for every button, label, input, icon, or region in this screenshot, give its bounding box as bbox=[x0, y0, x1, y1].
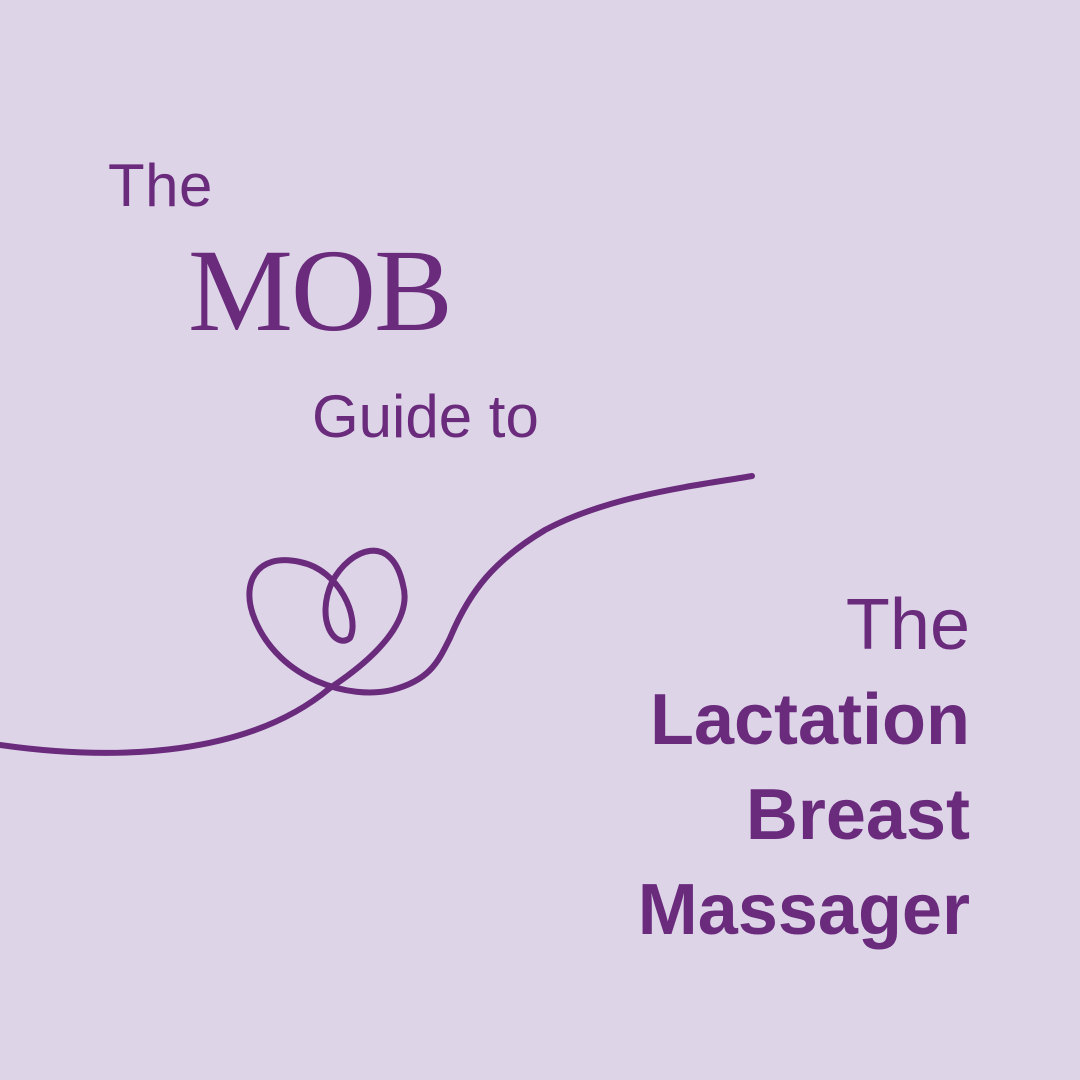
heading-guide-to: Guide to bbox=[312, 383, 539, 450]
product-title: The Lactation Breast Massager bbox=[638, 578, 970, 958]
heading-the-top: The bbox=[108, 152, 213, 219]
mob-logo: MOB bbox=[188, 230, 453, 356]
title-lactation: Lactation bbox=[649, 680, 970, 760]
title-massager: Massager bbox=[637, 870, 970, 950]
mob-logo-text: MOB bbox=[188, 230, 451, 356]
title-the: The bbox=[845, 585, 970, 665]
title-breast: Breast bbox=[745, 775, 970, 855]
